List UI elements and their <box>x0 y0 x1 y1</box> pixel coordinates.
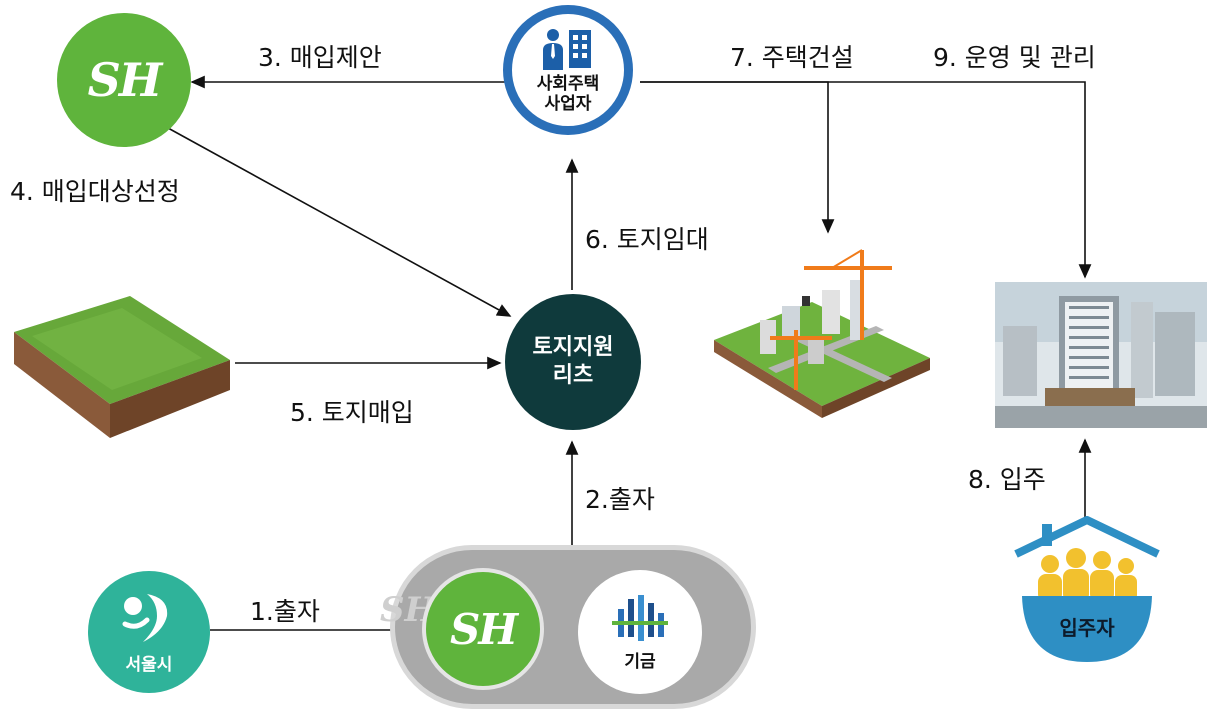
arrow-7 <box>640 81 835 234</box>
sh-logo-text: SH <box>87 53 163 107</box>
arrow-9 <box>640 81 1092 279</box>
residents-icon <box>1014 516 1160 662</box>
reits-label-1: 토지지원 <box>532 335 614 360</box>
step-4-label: 4. 매입대상선정 <box>10 177 180 206</box>
step-6-label: 6. 토지임대 <box>585 225 709 254</box>
seoul-circle: 서울시 <box>88 571 210 693</box>
fund-circle: 기금 <box>578 570 702 694</box>
sh-small-circle: SH <box>422 568 544 690</box>
businessman-icon <box>543 29 591 70</box>
step-9-label: 9. 운영 및 관리 <box>933 43 1096 72</box>
developer-circle: 사회주택 사업자 <box>503 5 633 135</box>
step-5-label: 5. 토지매입 <box>290 398 414 427</box>
residents-label: 입주자 <box>1059 616 1115 640</box>
seoul-label: 서울시 <box>125 654 173 675</box>
building-photo <box>995 282 1207 428</box>
developer-label-2: 사업자 <box>544 94 592 114</box>
arrow-4 <box>167 127 512 317</box>
construction-site-icon <box>714 249 930 418</box>
step-2-label: 2.출자 <box>585 485 655 514</box>
sh-logo-circle: SH <box>57 13 191 147</box>
land-icon <box>14 296 230 438</box>
step-1-label: 1.출자 <box>250 597 320 626</box>
developer-label-1: 사회주택 <box>536 74 600 94</box>
seoul-logo-icon <box>122 593 168 642</box>
step-7-label: 7. 주택건설 <box>730 43 854 72</box>
fund-label: 기금 <box>624 651 656 672</box>
fund-logo-icon <box>612 594 668 641</box>
reits-label-2: 리츠 <box>552 363 594 388</box>
sh-small-text: SH <box>449 604 518 654</box>
reits-circle: 토지지원 리츠 <box>505 294 641 430</box>
step-3-label: 3. 매입제안 <box>258 43 382 72</box>
step-8-label: 8. 입주 <box>968 465 1046 494</box>
